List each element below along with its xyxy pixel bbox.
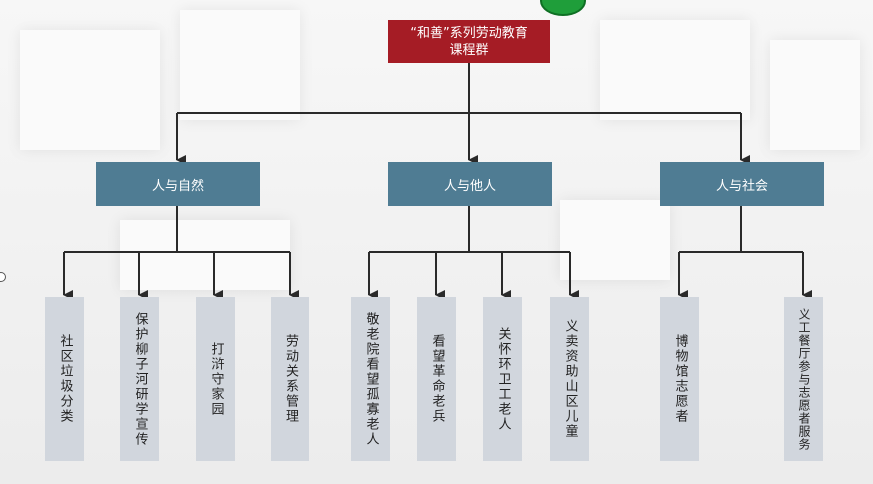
background-tile: [20, 30, 160, 150]
root-node: “和善”系列劳动教育 课程群: [388, 20, 550, 63]
leaf-node: 劳动关系管理: [271, 297, 309, 461]
leaf-node: 博物馆志愿者: [660, 297, 699, 461]
background-tile: [770, 40, 860, 150]
background-tile: [180, 10, 300, 120]
category-node-society: 人与社会: [660, 162, 824, 206]
leaf-node: 关怀环卫工老人: [483, 297, 522, 461]
leaf-node: 敬老院看望孤寡老人: [351, 297, 390, 461]
root-title-line1: “和善”系列劳动教育: [410, 25, 528, 41]
background-tile: [120, 220, 290, 290]
leaf-node: 义卖资助山区儿童: [550, 297, 589, 461]
leaf-node: 社区垃圾分类: [45, 297, 84, 461]
leaf-node: 看望革命老兵: [417, 297, 456, 461]
leaf-node: 保护柳子河研学宣传: [120, 297, 159, 461]
category-node-others: 人与他人: [388, 162, 552, 206]
leaf-node: 义工餐厅参与志愿者服务: [784, 297, 823, 461]
root-title-line2: 课程群: [449, 42, 489, 58]
background-tile: [600, 20, 750, 120]
leaf-node: 打浒守家园: [196, 297, 235, 461]
background-tile: [560, 200, 670, 280]
edge-handle-icon: [0, 272, 6, 282]
category-node-nature: 人与自然: [96, 162, 260, 206]
